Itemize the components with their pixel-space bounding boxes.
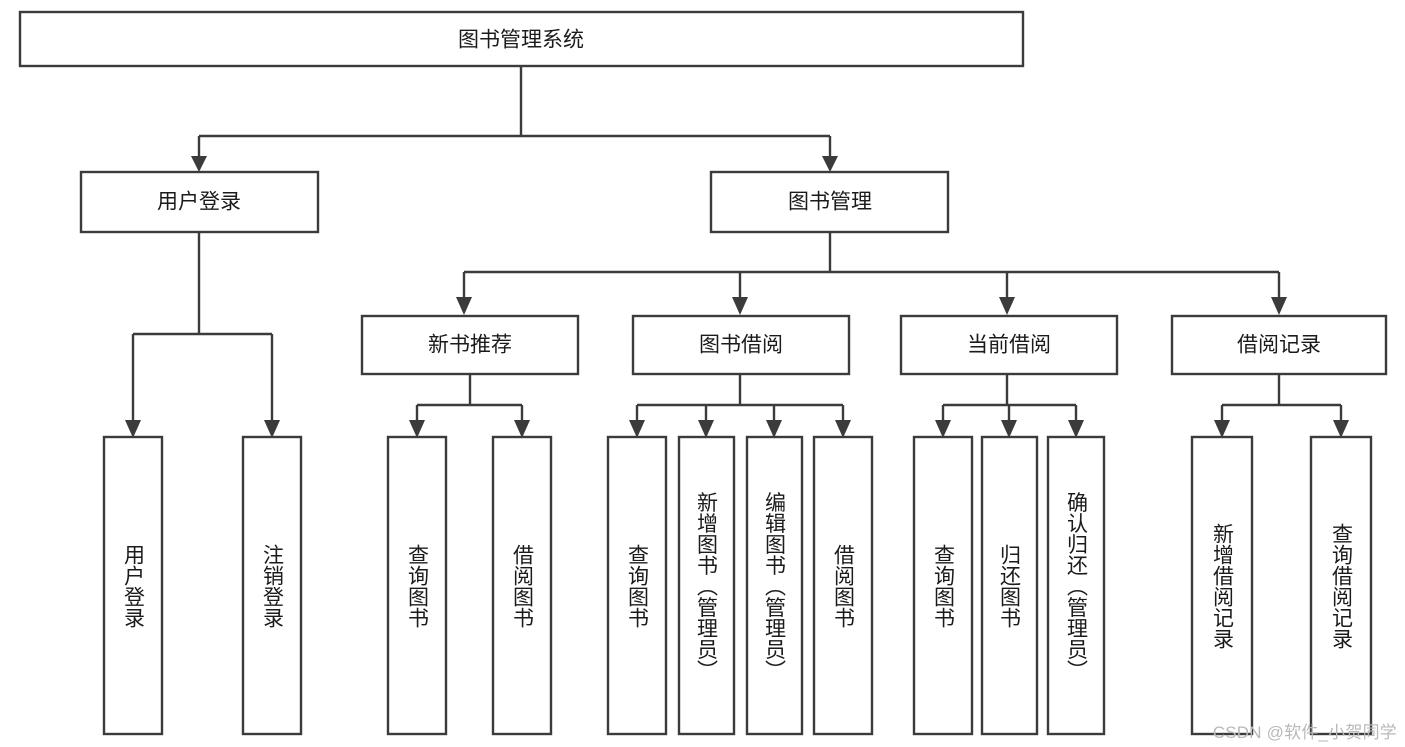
arrow-bm-to-current-borrow	[999, 297, 1015, 315]
node-root[interactable]: 图书管理系统	[18, 10, 1025, 68]
leaf-new-book-1-box[interactable]	[386, 435, 448, 736]
leaf-book-borrow-4-label: 借阅图书	[832, 544, 856, 628]
node-root-box[interactable]	[18, 10, 1025, 68]
leaf-book-borrow-2-box[interactable]	[677, 435, 736, 736]
leaf-borrow-record-1-box[interactable]	[1190, 435, 1254, 736]
leaf-current-borrow-1-box[interactable]	[912, 435, 974, 736]
leaf-book-borrow-2-label: 新增图书（管理员）	[695, 492, 719, 681]
leaf-user-login-1-label: 用户登录	[122, 544, 146, 628]
leaf-book-borrow-4[interactable]: 借阅图书	[812, 435, 874, 736]
arrow-currentborrow-leaf-1	[935, 420, 951, 438]
arrow-borrowrecord-leaf-2	[1333, 420, 1349, 438]
arrow-newbook-leaf-2	[514, 420, 530, 438]
leaf-book-borrow-3-box[interactable]	[745, 435, 804, 736]
arrow-user-login-leaf-1	[125, 420, 141, 438]
leaf-new-book-1[interactable]: 查询图书	[386, 435, 448, 736]
arrow-bookborrow-leaf-2	[698, 420, 714, 438]
arrow-currentborrow-leaf-2	[1001, 420, 1017, 438]
node-book-borrow-label: 图书借阅	[699, 334, 783, 357]
arrow-bookborrow-leaf-4	[835, 420, 851, 438]
node-book-borrow-box[interactable]	[631, 314, 851, 376]
leaf-book-borrow-1-label: 查询图书	[626, 544, 650, 628]
node-borrow-record-label: 借阅记录	[1237, 334, 1321, 357]
leaf-user-login-2[interactable]: 注销登录	[241, 435, 303, 736]
leaf-borrow-record-1[interactable]: 新增借阅记录	[1190, 435, 1254, 736]
node-book-manage-label: 图书管理	[788, 191, 872, 214]
arrow-bm-to-borrow-record	[1271, 297, 1287, 315]
leaf-current-borrow-3-label: 确认归还（管理员）	[1065, 492, 1089, 681]
arrow-bm-to-new-book	[456, 297, 472, 315]
node-borrow-record[interactable]: 借阅记录	[1170, 314, 1388, 376]
node-book-manage[interactable]: 图书管理	[709, 170, 950, 234]
node-current-borrow-label: 当前借阅	[967, 334, 1051, 357]
leaf-current-borrow-1[interactable]: 查询图书	[912, 435, 974, 736]
leaf-new-book-1-label: 查询图书	[406, 544, 430, 628]
node-user-login[interactable]: 用户登录	[79, 170, 320, 234]
arrow-user-login-leaf-2	[264, 420, 280, 438]
leaf-book-borrow-1-box[interactable]	[606, 435, 668, 736]
leaf-new-book-2-label: 借阅图书	[511, 544, 535, 628]
node-current-borrow[interactable]: 当前借阅	[899, 314, 1119, 376]
leaf-new-book-2-box[interactable]	[491, 435, 553, 736]
leaf-current-borrow-2-box[interactable]	[980, 435, 1039, 736]
arrow-currentborrow-leaf-3	[1068, 420, 1084, 438]
leaf-borrow-record-2[interactable]: 查询借阅记录	[1309, 435, 1373, 736]
arrow-bookborrow-leaf-3	[766, 420, 782, 438]
leaf-user-login-2-box[interactable]	[241, 435, 303, 736]
leaf-book-borrow-4-box[interactable]	[812, 435, 874, 736]
leaf-current-borrow-2[interactable]: 归还图书	[980, 435, 1039, 736]
leaf-book-borrow-2[interactable]: 新增图书（管理员）	[677, 435, 736, 736]
leaf-new-book-2[interactable]: 借阅图书	[491, 435, 553, 736]
arrow-bookborrow-leaf-1	[629, 420, 645, 438]
leaf-book-borrow-3[interactable]: 编辑图书（管理员）	[745, 435, 804, 736]
arrow-borrowrecord-leaf-1	[1214, 420, 1230, 438]
leaf-user-login-2-label: 注销登录	[261, 544, 285, 628]
connector-layer	[125, 66, 1349, 438]
arrow-root-to-book-manage	[822, 156, 838, 172]
leaf-current-borrow-3-box[interactable]	[1046, 435, 1106, 736]
leaf-current-borrow-1-label: 查询图书	[932, 544, 956, 628]
node-new-book-recommend-box[interactable]	[360, 314, 580, 376]
leaf-current-borrow-3[interactable]: 确认归还（管理员）	[1046, 435, 1106, 736]
leaf-current-borrow-2-label: 归还图书	[998, 544, 1022, 628]
node-borrow-record-box[interactable]	[1170, 314, 1388, 376]
node-current-borrow-box[interactable]	[899, 314, 1119, 376]
node-book-borrow[interactable]: 图书借阅	[631, 314, 851, 376]
arrow-bm-to-book-borrow	[732, 297, 748, 315]
node-user-login-box[interactable]	[79, 170, 320, 234]
arrow-root-to-user-login	[191, 156, 207, 172]
leaf-borrow-record-2-box[interactable]	[1309, 435, 1373, 736]
node-root-label: 图书管理系统	[458, 29, 584, 52]
node-book-manage-box[interactable]	[709, 170, 950, 234]
leaf-book-borrow-3-label: 编辑图书（管理员）	[763, 492, 787, 681]
leaf-user-login-1-box[interactable]	[102, 435, 164, 736]
node-user-login-label: 用户登录	[157, 191, 241, 214]
leaf-book-borrow-1[interactable]: 查询图书	[606, 435, 668, 736]
node-new-book-recommend-label: 新书推荐	[428, 334, 512, 357]
leaf-user-login-1[interactable]: 用户登录	[102, 435, 164, 736]
leaf-borrow-record-2-label: 查询借阅记录	[1330, 523, 1354, 649]
node-new-book-recommend[interactable]: 新书推荐	[360, 314, 580, 376]
arrow-newbook-leaf-1	[409, 420, 425, 438]
leaf-borrow-record-1-label: 新增借阅记录	[1211, 523, 1235, 649]
